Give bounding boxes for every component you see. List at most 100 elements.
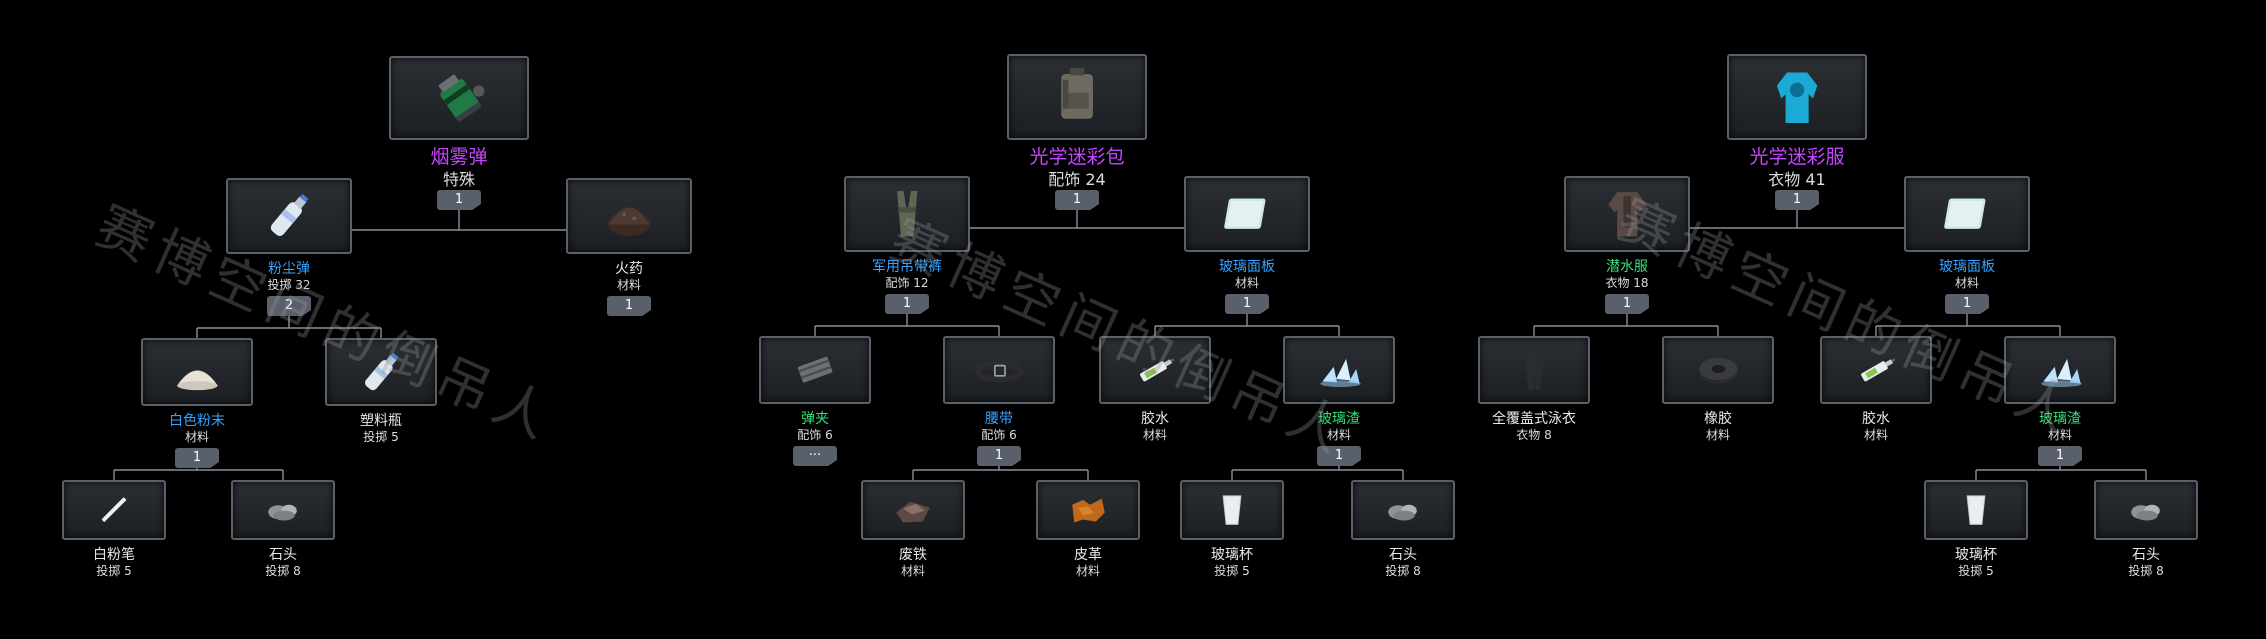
item-category: 衣物 18 xyxy=(1605,276,1649,290)
item-category: 材料 xyxy=(1326,428,1351,442)
item-name: 弹夹 xyxy=(801,411,829,427)
item-slot[interactable] xyxy=(226,178,352,254)
item-name: 光学迷彩服 xyxy=(1749,146,1845,168)
item-slot[interactable] xyxy=(1184,176,1310,252)
item-slot[interactable] xyxy=(1351,480,1455,540)
item-name: 军用吊带裤 xyxy=(872,259,942,275)
craft-node[interactable]: 石头投掷 8 xyxy=(1351,480,1455,578)
craft-node[interactable]: 军用吊带裤配饰 12 1 xyxy=(844,176,970,314)
item-name: 粉尘弹 xyxy=(268,261,310,277)
quantity-badge: 1 xyxy=(885,294,929,314)
item-slot[interactable] xyxy=(325,338,437,406)
item-slot[interactable] xyxy=(844,176,970,252)
quantity-badge: 1 xyxy=(2038,446,2082,466)
craft-node[interactable]: 胶水材料 xyxy=(1820,336,1932,442)
quantity-badge: 1 xyxy=(437,190,481,210)
craft-node[interactable]: 皮革材料 xyxy=(1036,480,1140,578)
item-slot[interactable] xyxy=(2094,480,2198,540)
item-slot[interactable] xyxy=(62,480,166,540)
quantity-badge: 1 xyxy=(1945,294,1989,314)
quantity-badge: 2 xyxy=(267,296,311,316)
item-name: 石头 xyxy=(1389,547,1417,563)
item-category: 投掷 8 xyxy=(2128,564,2164,578)
item-slot[interactable] xyxy=(566,178,692,254)
item-slot[interactable] xyxy=(943,336,1055,404)
item-name: 塑料瓶 xyxy=(360,413,402,429)
quantity-badge: 1 xyxy=(1225,294,1269,314)
item-slot[interactable] xyxy=(1283,336,1395,404)
item-slot[interactable] xyxy=(2004,336,2116,404)
camo-suit-icon xyxy=(1740,61,1854,133)
item-category: 配饰 6 xyxy=(797,428,833,442)
craft-node[interactable]: 玻璃面板材料 1 xyxy=(1184,176,1310,314)
item-slot[interactable] xyxy=(389,56,529,140)
item-name: 石头 xyxy=(2132,547,2160,563)
quantity-badge: 1 xyxy=(607,296,651,316)
craft-node[interactable]: 玻璃杯投掷 5 xyxy=(1924,480,2028,578)
item-slot[interactable] xyxy=(1727,54,1867,140)
craft-node[interactable]: 石头投掷 8 xyxy=(2094,480,2198,578)
item-category: 材料 xyxy=(1863,428,1888,442)
item-slot[interactable] xyxy=(861,480,965,540)
item-category: 特殊 xyxy=(442,170,475,189)
item-slot[interactable] xyxy=(1099,336,1211,404)
item-slot[interactable] xyxy=(1662,336,1774,404)
item-slot[interactable] xyxy=(1036,480,1140,540)
item-slot[interactable] xyxy=(231,480,335,540)
item-category: 投掷 8 xyxy=(265,564,301,578)
ammo-clip-icon xyxy=(770,342,861,398)
item-name: 潜水服 xyxy=(1606,259,1648,275)
leather-icon xyxy=(1046,485,1130,534)
item-slot[interactable] xyxy=(1924,480,2028,540)
quantity-badge: 1 xyxy=(1055,190,1099,210)
item-name: 玻璃渣 xyxy=(2039,411,2081,427)
craft-node[interactable]: 废铁材料 xyxy=(861,480,965,578)
craft-node[interactable]: 白粉笔投掷 5 xyxy=(62,480,166,578)
item-name: 全覆盖式泳衣 xyxy=(1492,411,1576,427)
item-slot[interactable] xyxy=(1904,176,2030,252)
item-slot[interactable] xyxy=(1007,54,1147,140)
item-slot[interactable] xyxy=(141,338,253,406)
gunpowder-icon xyxy=(578,184,680,247)
craft-node[interactable]: 弹夹配饰 6··· xyxy=(759,336,871,466)
craft-node[interactable]: 塑料瓶投掷 5 xyxy=(325,338,437,444)
craft-node[interactable]: 胶水材料 xyxy=(1099,336,1211,442)
item-slot[interactable] xyxy=(1564,176,1690,252)
craft-node[interactable]: 玻璃杯投掷 5 xyxy=(1180,480,1284,578)
glass-cup-icon xyxy=(1934,485,2018,534)
item-slot[interactable] xyxy=(759,336,871,404)
item-category: 材料 xyxy=(900,564,925,578)
item-category: 投掷 5 xyxy=(363,430,399,444)
item-name: 玻璃杯 xyxy=(1955,547,1997,563)
item-slot[interactable] xyxy=(1180,480,1284,540)
craft-node[interactable]: 橡胶材料 xyxy=(1662,336,1774,442)
item-slot[interactable] xyxy=(1820,336,1932,404)
glue-tube-icon xyxy=(1831,342,1922,398)
item-category: 配饰 12 xyxy=(885,276,929,290)
item-category: 材料 xyxy=(184,430,209,444)
craft-node[interactable]: 石头投掷 8 xyxy=(231,480,335,578)
item-slot[interactable] xyxy=(1478,336,1590,404)
glue-tube-icon xyxy=(1110,342,1201,398)
item-category: 材料 xyxy=(1234,276,1259,290)
item-name: 玻璃面板 xyxy=(1219,259,1275,275)
white-powder-icon xyxy=(152,344,243,400)
glass-cup-icon xyxy=(1190,485,1274,534)
smoke-grenade-icon xyxy=(402,63,516,133)
scrap-iron-icon xyxy=(871,485,955,534)
item-category: 配饰 24 xyxy=(1048,170,1106,189)
craft-node[interactable]: 全覆盖式泳衣衣物 8 xyxy=(1478,336,1590,442)
item-name: 胶水 xyxy=(1141,411,1169,427)
item-category: 配饰 6 xyxy=(981,428,1017,442)
